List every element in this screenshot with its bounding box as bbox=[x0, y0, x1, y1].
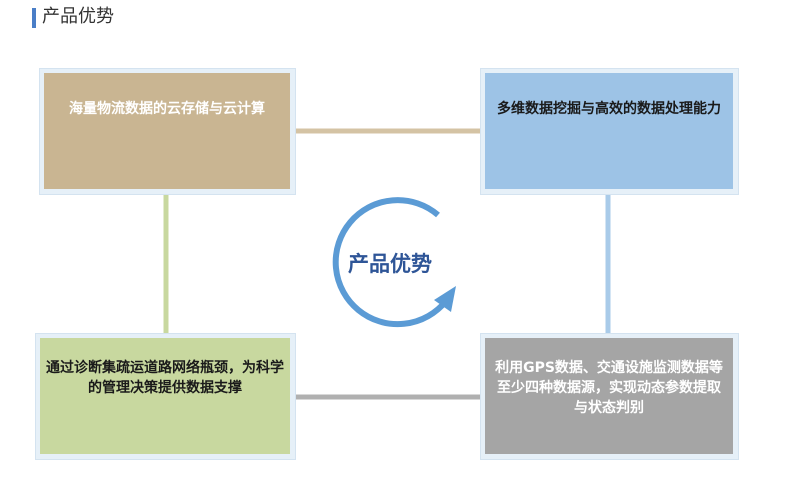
node-top-right-text: 多维数据挖掘与高效的数据处理能力 bbox=[497, 101, 721, 117]
node-bottom-left: 通过诊断集疏运道路网络瓶颈，为科学的管理决策提供数据支撑 bbox=[40, 338, 290, 454]
cycle-arrow-icon bbox=[332, 197, 449, 328]
node-top-left: 海量物流数据的云存储与云计算 bbox=[44, 73, 290, 189]
node-top-right: 多维数据挖掘与高效的数据处理能力 bbox=[485, 73, 733, 189]
section-title: 产品优势 bbox=[42, 6, 114, 27]
node-bottom-left-text: 通过诊断集疏运道路网络瓶颈，为科学的管理决策提供数据支撑 bbox=[46, 360, 284, 396]
center-label: 产品优势 bbox=[348, 252, 432, 276]
node-bottom-right-text: 利用GPS数据、交通设施监测数据等至少四种数据源，实现动态参数提取与状态判别 bbox=[495, 360, 723, 416]
cycle-arrowhead-icon bbox=[434, 286, 456, 312]
section-accent-bar bbox=[32, 8, 36, 28]
node-bottom-right: 利用GPS数据、交通设施监测数据等至少四种数据源，实现动态参数提取与状态判别 bbox=[485, 338, 733, 454]
node-top-left-text: 海量物流数据的云存储与云计算 bbox=[69, 101, 265, 117]
